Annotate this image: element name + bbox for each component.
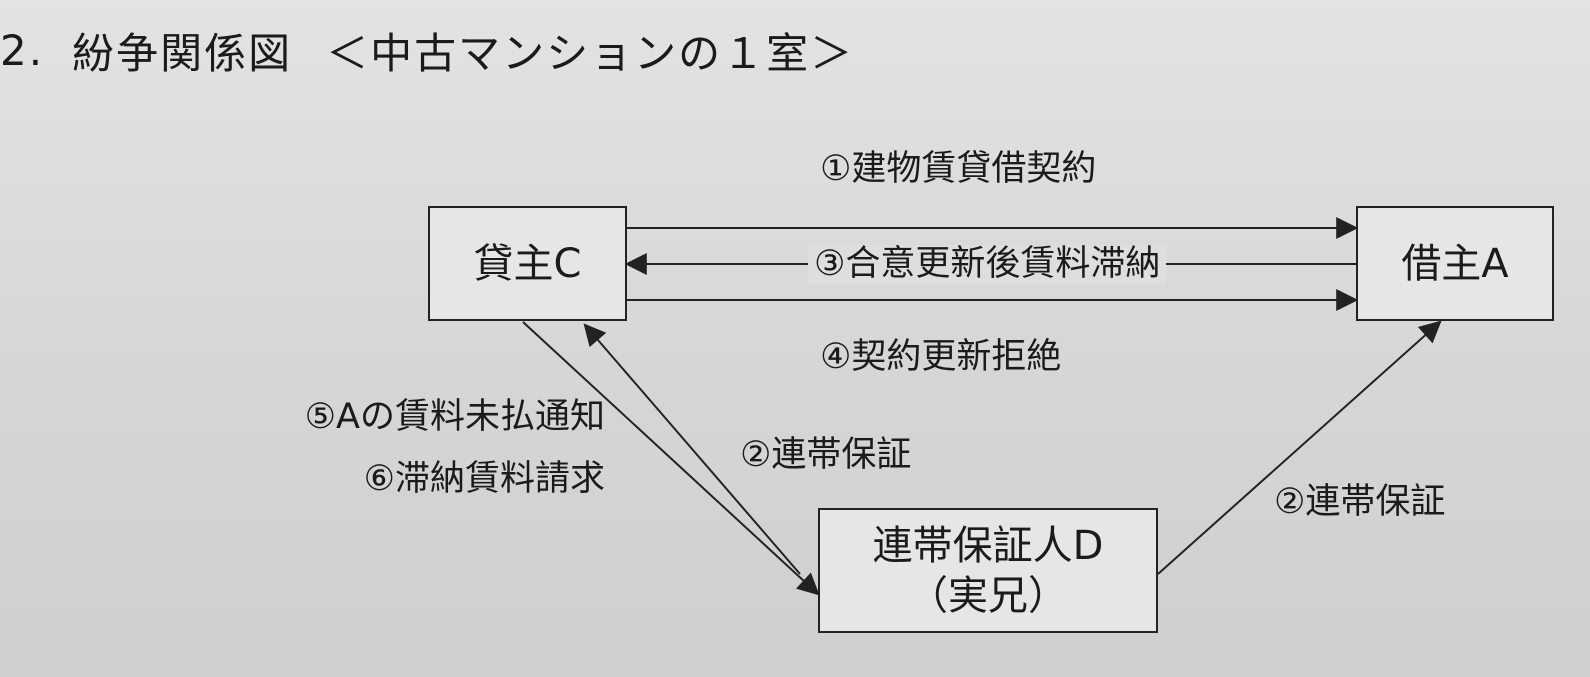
- borrower-label: 借主A: [1401, 240, 1509, 287]
- label-guarantee-d-a: ②連帯保証: [1274, 482, 1446, 522]
- arrow-guarantee-c-d: [522, 321, 820, 596]
- heading-title: 紛争関係図: [72, 28, 293, 78]
- borrower-box: 借主A: [1356, 206, 1554, 321]
- heading-number: 2.: [0, 25, 45, 75]
- guarantor-label: 連帯保証人D: [872, 522, 1104, 569]
- label-lease-contract: ①建物賃貸借契約: [820, 149, 1097, 189]
- label-rent-arrears: ③合意更新後賃料滞納: [808, 245, 1167, 284]
- lender-label: 貸主C: [473, 240, 582, 287]
- label-arrears-claim: ⑥滞納賃料請求: [363, 459, 605, 499]
- arrow-notice-and-claim: [583, 323, 801, 575]
- lender-box: 貸主C: [428, 206, 627, 321]
- label-guarantee-c-d: ②連帯保証: [740, 435, 912, 475]
- label-unpaid-notice: ⑤Aの賃料未払通知: [304, 397, 605, 437]
- page-heading: 2. 紛争関係図 ＜中古マンションの１室＞: [0, 20, 854, 80]
- heading-subtitle: ＜中古マンションの１室＞: [326, 28, 855, 78]
- arrow-guarantee-d-a: [1157, 320, 1442, 575]
- guarantor-box: 連帯保証人D （実兄）: [818, 508, 1158, 633]
- guarantor-note: （実兄）: [908, 572, 1068, 619]
- label-renewal-refusal: ④契約更新拒絶: [820, 337, 1062, 377]
